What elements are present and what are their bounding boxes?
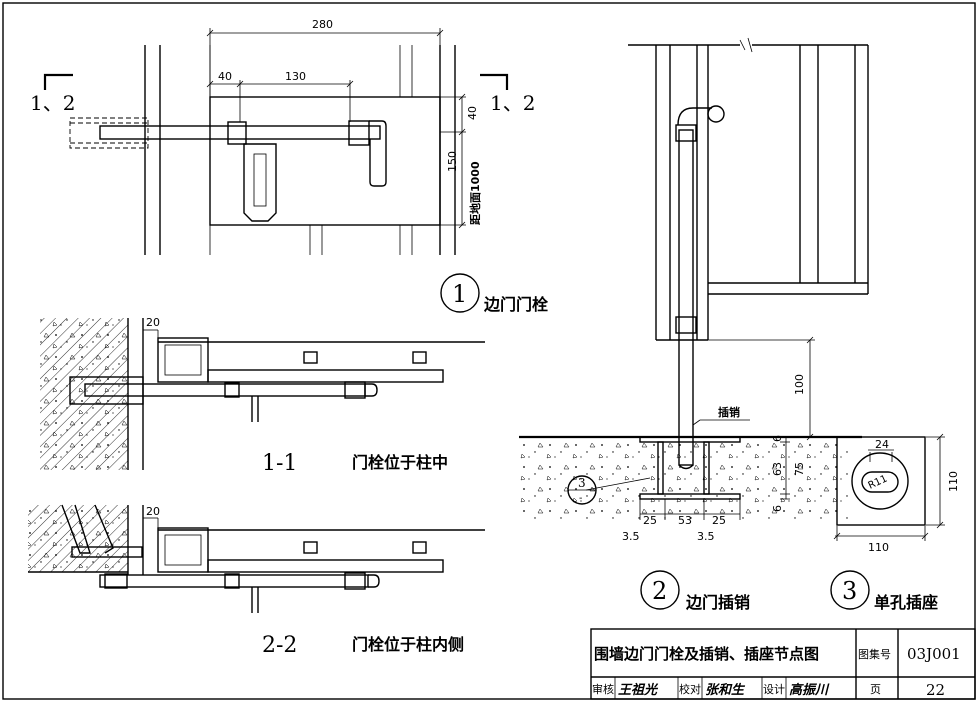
dim-pin-6b: 6 xyxy=(771,505,784,512)
dim-right-note: 距地面1000 xyxy=(468,161,482,225)
dim-socket-110-v: 110 xyxy=(947,471,960,492)
dim-top-overall: 280 xyxy=(312,18,333,31)
title-block-atlas-no: 03J001 xyxy=(907,645,961,663)
title-block-check-sig: 张和生 xyxy=(705,682,746,698)
title-block-page-no: 22 xyxy=(926,681,945,699)
dim-pin-35b: 3.5 xyxy=(697,530,715,543)
detail-1-title: 边门门栓 xyxy=(483,295,549,314)
detail-3-circle xyxy=(830,570,870,610)
dim-pin-25a: 25 xyxy=(643,514,657,527)
section-mark-right: 1、2 xyxy=(490,91,535,115)
detail-2-title: 边门插销 xyxy=(685,593,750,612)
detail-3-number: 3 xyxy=(842,577,857,605)
detail-3-title: 单孔插座 xyxy=(874,593,938,612)
section-1-label: 1-1 xyxy=(262,451,297,476)
dim-top-mid: 130 xyxy=(285,70,306,83)
title-block-review-label: 审核 xyxy=(592,682,614,696)
title-block xyxy=(590,628,976,700)
dim-right-150: 150 xyxy=(446,151,459,172)
dim-pin-53: 53 xyxy=(678,514,692,527)
title-block-page-label: 页 xyxy=(870,683,881,696)
title-block-design-label: 设计 xyxy=(763,683,785,696)
sec-2-dim-20: 20 xyxy=(146,505,160,518)
title-block-title: 围墙边门门栓及插销、插座节点图 xyxy=(594,645,819,663)
dim-pin-100: 100 xyxy=(793,374,806,395)
detail-1-circle xyxy=(440,273,480,313)
title-block-check-label: 校对 xyxy=(679,682,701,696)
sec-1-dim-20: 20 xyxy=(146,316,160,329)
dim-pin-25b: 25 xyxy=(712,514,726,527)
dim-pin-35a: 3.5 xyxy=(622,530,640,543)
dim-socket-110-h: 110 xyxy=(868,541,889,554)
section-1-caption: 门栓位于柱中 xyxy=(352,453,448,472)
section-2-caption: 门栓位于柱内侧 xyxy=(352,635,464,654)
dim-socket-24: 24 xyxy=(875,438,889,451)
dim-socket-r11: R11 xyxy=(867,473,889,491)
section-2-2-drawing xyxy=(28,504,485,613)
pin-label: 插销 xyxy=(718,405,740,419)
title-block-review-sig: 王祖光 xyxy=(618,682,659,698)
section-1-1-drawing xyxy=(40,318,485,470)
detail-2-number: 2 xyxy=(652,577,667,605)
callout-3-number: 3 xyxy=(578,476,586,490)
dim-pin-63: 63 xyxy=(771,462,784,476)
detail-2-elevation xyxy=(519,37,869,520)
detail-2-circle xyxy=(640,570,680,610)
detail-1-plan xyxy=(43,28,509,255)
dim-pin-6a: 6 xyxy=(771,435,784,442)
section-2-label: 2-2 xyxy=(262,633,297,658)
dim-top-left: 40 xyxy=(218,70,232,83)
dim-right-40: 40 xyxy=(466,106,479,120)
detail-3-socket xyxy=(833,433,945,541)
dim-pin-75: 75 xyxy=(793,462,806,476)
title-block-design-sig: 高振川 xyxy=(789,682,830,698)
detail-1-number: 1 xyxy=(452,280,467,308)
section-mark-left: 1、2 xyxy=(30,91,75,115)
callout-3-sheet: - xyxy=(579,493,582,504)
title-block-atlas-label: 图集号 xyxy=(858,647,891,661)
